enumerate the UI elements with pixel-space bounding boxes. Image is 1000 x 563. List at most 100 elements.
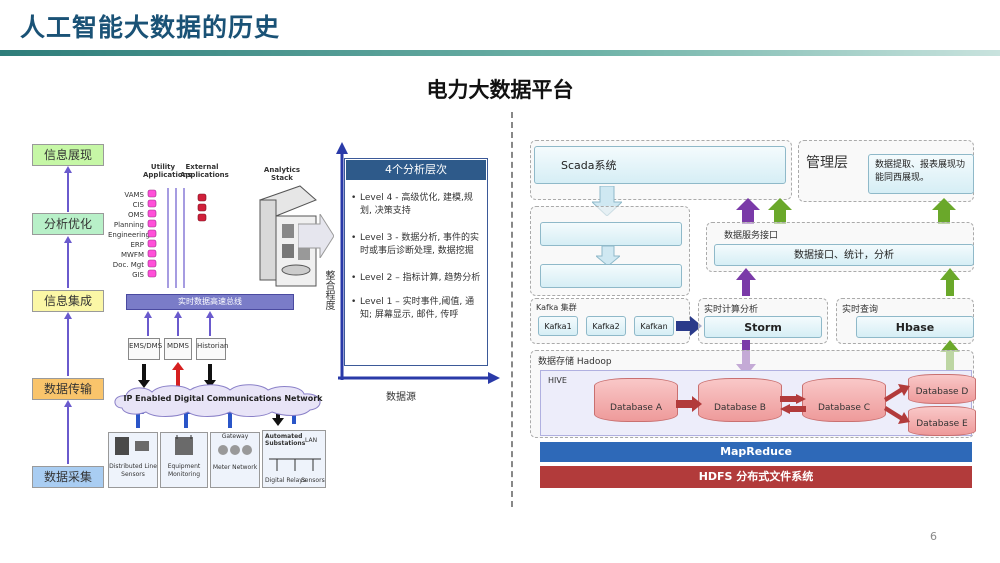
hadoop-label: 数据存储 Hadoop [538,357,612,367]
app-label: Doc. Mgt [112,261,144,269]
meter-icon [218,445,252,455]
transformer-icon [175,435,193,455]
db-a-to-b-arrow [676,396,702,412]
database-b: Database B [698,378,782,422]
panel-divider [511,112,513,507]
service-up-arrows [736,198,956,224]
hive-label: HIVE [548,376,567,385]
field-device-label: Distributed Line Sensors [109,463,157,478]
service-interface-label: 数据服务接口 [724,231,779,241]
hdfs-bar: HDFS 分布式文件系统 [540,466,972,488]
layer-analysis-optimization: 分析优化 [32,213,104,235]
app-label: OMS [128,211,144,219]
field-equipment-monitoring: Equipment Monitoring [160,432,208,488]
up-arrow-icon [144,311,152,318]
storm-box: Storm [704,316,822,338]
layer-arrow-line [67,318,69,376]
sensors-label: Sensors [301,477,325,484]
analytics-stack-title: Analytics Stack [263,166,301,182]
analysis-levels-panel [344,158,488,366]
system-arrow-line [147,316,149,336]
app-label: MWFM [120,251,144,259]
layer-arrow-line [67,406,69,464]
up-arrow-icon [64,400,72,407]
up-arrow-icon [64,166,72,173]
stack-to-levels-arrow [298,214,334,258]
system-ems-dms: EMS/DMS [128,338,162,360]
service-bar: 数据接口、统计，分析 [714,244,974,266]
analysis-levels-header: 4个分析层次 [346,160,486,180]
x-axis-label: 数据源 [386,392,416,403]
up-arrow-icon [174,311,182,318]
db-c-to-de-arrows [884,384,910,424]
layer-arrow-line [67,242,69,288]
kafka-node-n: Kafkan [634,316,674,336]
slide-title: 人工智能大数据的历史 [20,13,281,42]
system-arrow-line [209,316,211,336]
mgmt-title: 管理层 [806,155,848,171]
app-label: VAMS [124,191,144,199]
database-a: Database A [594,378,678,422]
up-arrow-icon [206,311,214,318]
field-device-label: Automated Substations [265,433,306,447]
realtime-data-bus: 实时数据高速总线 [126,294,294,310]
app-label: GIS [132,271,144,279]
network-cloud-icon [114,384,321,417]
title-underline [0,50,1000,56]
realtime-query-label: 实时查询 [842,305,879,315]
lan-label: LAN [305,437,318,444]
kafka-node-1: Kafka1 [538,316,578,336]
hbase-up-arrow [940,268,960,296]
field-meter-network: Gateway Meter Network [210,432,260,488]
substation-bus-icon [269,458,321,471]
external-apps-title: External Applications [180,163,229,179]
database-c: Database C [802,378,886,422]
ingest-down-arrow [596,246,620,266]
field-automated-substations: Automated Substations LAN Digital Relays… [262,430,326,488]
scada-system: Scada系统 [534,146,786,184]
gateway-label: Gateway [221,433,249,440]
level-3-item: Level 3 - 数据分析, 事件的实时或事后诊断处理, 数据挖掘 [351,232,484,258]
y-axis-label: 整合程度 [323,270,334,310]
level-2-item: Level 2 – 指标计算, 趋势分析 [351,272,484,285]
levels-axes [336,142,500,384]
layer-info-display: 信息展现 [32,144,104,166]
sensor-icon [115,437,149,455]
up-arrow-icon [64,236,72,243]
layer-arrow-line [67,172,69,212]
app-label: Planning [113,221,144,229]
db-b-c-arrows [780,394,806,414]
mgmt-box: 数据提取、报表展现功能同西展现。 [868,154,974,194]
kafka-cluster-label: Kafka 集群 [536,303,577,312]
database-d: Database D [908,374,976,404]
field-line-sensors: Distributed Line Sensors [108,432,158,488]
kafka-node-2: Kafka2 [586,316,626,336]
app-label: CIS [132,201,144,209]
up-arrow-icon [64,312,72,319]
ingest-box-2 [540,264,682,288]
level-1-item: Level 1 – 实时事件,阈值, 通知; 屏幕显示, 邮件, 传呼 [351,296,484,322]
app-list: VAMS CIS OMS Planning Engineering ERP MW… [108,190,150,280]
system-mdms: MDMS [164,338,192,360]
field-device-label: Meter Network [212,464,258,471]
system-arrow-line [177,316,179,336]
level-4-item: Level 4 - 高级优化, 建模,规划, 决策支持 [351,192,484,218]
utility-apps-title: Utility Applications [143,163,192,179]
network-label: IP Enabled Digital Communications Networ… [123,394,323,403]
layer-data-transmission: 数据传输 [32,378,104,400]
relays-label: Digital Relays [265,477,306,484]
layer-info-integration: 信息集成 [32,290,104,312]
layer-data-collection: 数据采集 [32,466,104,488]
app-database-icons [147,188,207,288]
page-number: 6 [930,530,937,543]
system-historian: Historian [196,338,228,360]
mapreduce-bar: MapReduce [540,442,972,462]
slide-subtitle: 电力大数据平台 [426,78,574,102]
database-e: Database E [908,406,976,436]
kafka-to-storm-arrow [676,316,702,336]
field-device-label: Equipment Monitoring [167,463,201,478]
ingest-box-1 [540,222,682,246]
realtime-analysis-label: 实时计算分析 [704,305,759,315]
hbase-box: Hbase [856,316,974,338]
app-label: ERP [130,241,144,249]
